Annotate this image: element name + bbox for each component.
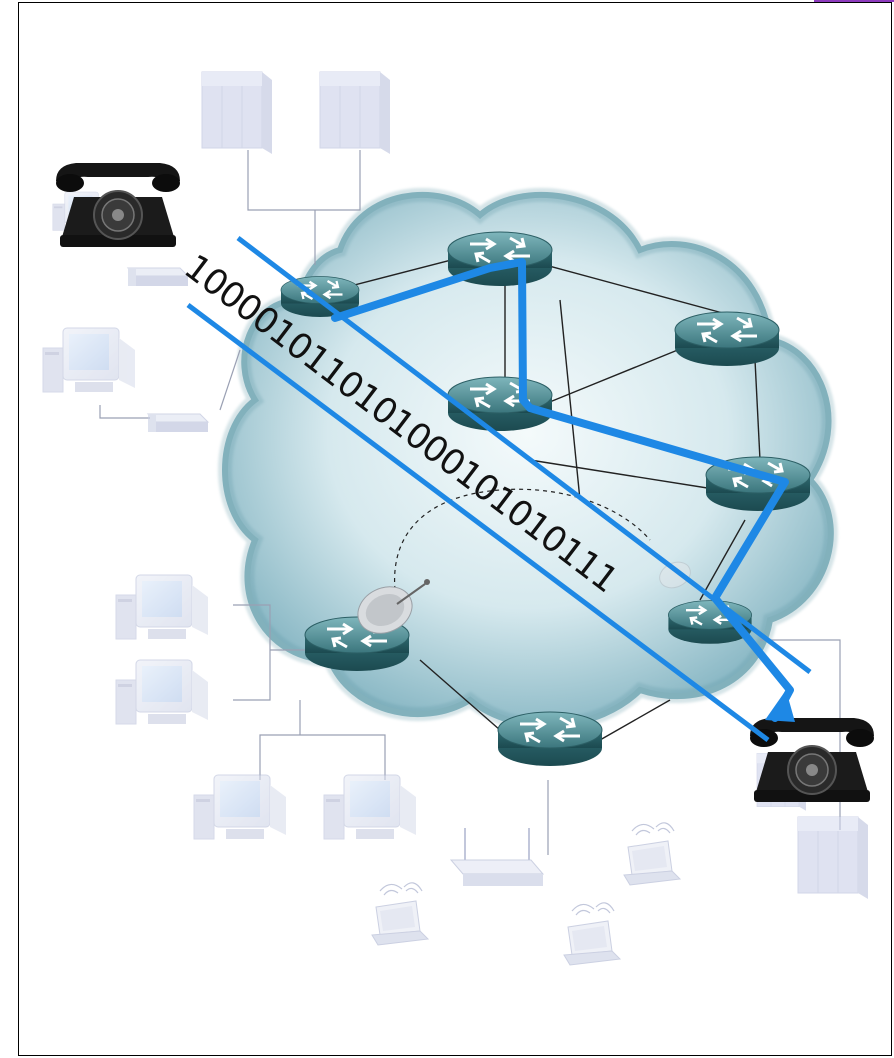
computer-icon	[42, 327, 136, 393]
computer-icon	[323, 774, 417, 840]
server-icon	[797, 816, 869, 900]
computer-icon	[115, 659, 209, 725]
router-center-middle	[446, 375, 554, 433]
laptop-icon	[623, 822, 681, 886]
server-icon	[201, 71, 273, 155]
corner-accent	[814, 0, 894, 2]
bit-stream-band	[186, 236, 812, 742]
modem-icon	[147, 413, 209, 433]
router-right-top	[673, 310, 781, 368]
telephone-icon-destination	[749, 717, 875, 803]
telephone-icon-source	[55, 162, 181, 248]
wireless-access-point-icon	[449, 828, 545, 886]
laptop-icon	[563, 902, 621, 966]
satellite-dish-icon	[357, 579, 430, 634]
router-bottom	[496, 710, 604, 768]
computer-icon	[193, 774, 287, 840]
satellite-link	[394, 488, 651, 591]
routed-path	[331, 258, 794, 722]
computer-icon	[115, 574, 209, 640]
server-icon	[319, 71, 391, 155]
arrowhead-icon	[765, 690, 795, 722]
laptop-icon	[371, 882, 429, 946]
